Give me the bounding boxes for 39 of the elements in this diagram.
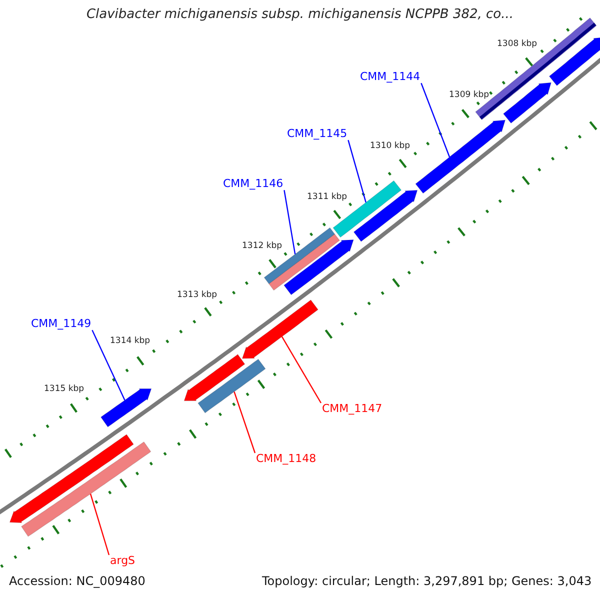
leader-line: [281, 336, 322, 404]
scale-label: 1315 kbp: [44, 385, 84, 394]
scale-label: 1310 kbp: [370, 142, 410, 152]
leader-line: [92, 330, 126, 400]
gene-label: CMM_1145: [287, 128, 348, 140]
gene-block: [353, 190, 418, 242]
scale-label: 1311 kbp: [307, 193, 348, 202]
map-title: Clavibacter michiganensis subsp. michiganensis NCPPB 382, co...: [85, 8, 515, 22]
leader-line: [348, 140, 366, 203]
scale-label: 1313 kbp: [177, 291, 218, 300]
gene-block: [9, 434, 134, 524]
gene-block: [242, 300, 318, 359]
leader-line: [90, 494, 110, 556]
gene-label: CMM_1146: [223, 178, 284, 190]
leader-line: [420, 82, 450, 158]
gene-block: [502, 82, 552, 124]
gene-label: CMM_1148: [256, 453, 316, 466]
scale-label: 1314 kbp: [110, 337, 150, 346]
genome-summary-text: Topology: circular; Length: 3,297,891 bp; Genes: 3,043: [262, 575, 592, 588]
gene-label: argS: [110, 555, 136, 568]
gene-block: [415, 120, 506, 194]
gene-block: [100, 388, 152, 428]
leader-line: [234, 392, 256, 454]
scale-label: 1309 kbp: [449, 91, 490, 100]
gene-bar: [264, 227, 336, 284]
gene-block: [284, 239, 354, 296]
gene-bar: [268, 234, 340, 291]
gene-label: CMM_1147: [322, 403, 382, 416]
gene-bar: [332, 180, 402, 238]
gene-label: CMM_1144: [360, 71, 420, 84]
gene-block: [184, 354, 246, 402]
scale-label: 1308 kbp: [497, 40, 538, 50]
gene-label: CMM_1149: [31, 318, 92, 330]
leader-line: [284, 190, 296, 254]
accession-text: Accession: NC_009480: [9, 575, 146, 588]
gene-bar: [198, 358, 266, 414]
gene-block: [548, 36, 600, 86]
scale-label: 1312 kbp: [242, 242, 282, 252]
gene-bar: [20, 441, 152, 537]
